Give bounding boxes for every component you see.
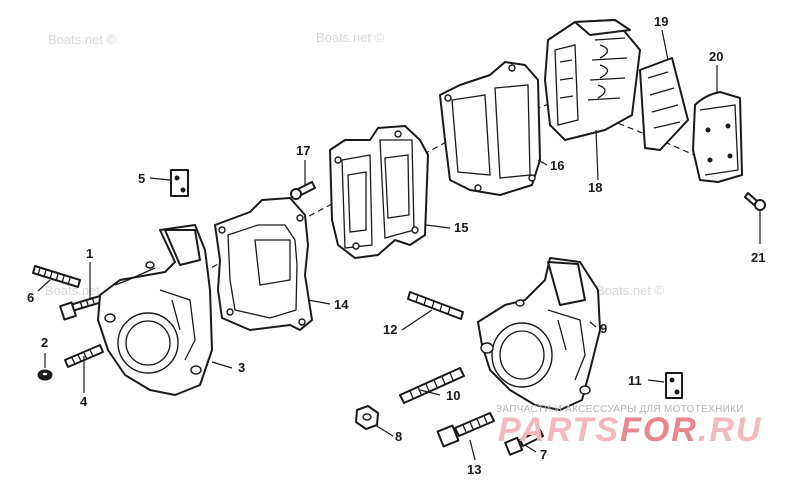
screw-part-21 xyxy=(744,192,766,211)
watermark-mid-left: Boats.net © xyxy=(45,283,114,298)
housing-part-9 xyxy=(477,257,601,411)
callout-7: 7 xyxy=(540,447,547,462)
watermark-mid-right: Boats.net © xyxy=(596,283,665,298)
callout-3: 3 xyxy=(238,360,245,375)
bolt-part-7 xyxy=(504,429,544,456)
callout-15: 15 xyxy=(454,220,468,235)
callout-18: 18 xyxy=(588,180,602,195)
nut-part-8 xyxy=(355,405,379,430)
callout-21: 21 xyxy=(751,250,765,265)
callout-14: 14 xyxy=(334,297,349,312)
callout-20: 20 xyxy=(709,49,723,64)
callout-6: 6 xyxy=(27,290,34,305)
callout-5: 5 xyxy=(138,171,145,186)
bolt-part-13 xyxy=(436,412,495,448)
screw-part-17 xyxy=(290,181,316,200)
watermark-top-left: Boats.net © xyxy=(48,32,117,47)
callout-2: 2 xyxy=(41,335,48,350)
gasket-part-14 xyxy=(214,197,313,331)
stud-part-10 xyxy=(399,367,465,404)
stud-part-12 xyxy=(407,291,464,320)
plate-part-11 xyxy=(665,372,683,399)
callout-17: 17 xyxy=(296,143,310,158)
brand-logo: PARTSFOR.RU xyxy=(498,411,762,450)
reed-plate-part-15 xyxy=(329,125,429,259)
callout-9: 9 xyxy=(600,321,607,336)
callout-10: 10 xyxy=(446,388,460,403)
callout-16: 16 xyxy=(550,158,564,173)
brand-logo-tld: .RU xyxy=(697,411,763,449)
brand-tagline: ЗАПЧАСТИ И АКСЕССУАРЫ ДЛЯ МОТОТЕХНИКИ xyxy=(496,404,744,415)
callout-13: 13 xyxy=(467,462,481,477)
watermark-top-center: Boats.net © xyxy=(316,30,385,45)
callout-4: 4 xyxy=(80,394,88,409)
reed-housing-part-18 xyxy=(544,19,641,141)
brand-logo-main: PARTS xyxy=(498,411,621,449)
callout-11: 11 xyxy=(628,373,642,388)
screw-part-1 xyxy=(59,295,103,321)
callout-12: 12 xyxy=(383,322,397,337)
stud-part-6 xyxy=(32,265,81,288)
washer-part-2 xyxy=(37,369,53,381)
gasket-part-16 xyxy=(439,61,541,196)
adapter-body-part-3 xyxy=(97,224,213,396)
plate-part-5 xyxy=(170,169,189,197)
brand-logo-mid: FOR xyxy=(620,411,698,449)
leader-lines xyxy=(37,29,761,461)
reed-petals-part-19 xyxy=(639,57,689,151)
callout-8: 8 xyxy=(395,429,402,444)
reed-stop-part-20 xyxy=(692,91,743,183)
callout-1: 1 xyxy=(86,246,93,261)
callout-19: 19 xyxy=(654,14,668,29)
